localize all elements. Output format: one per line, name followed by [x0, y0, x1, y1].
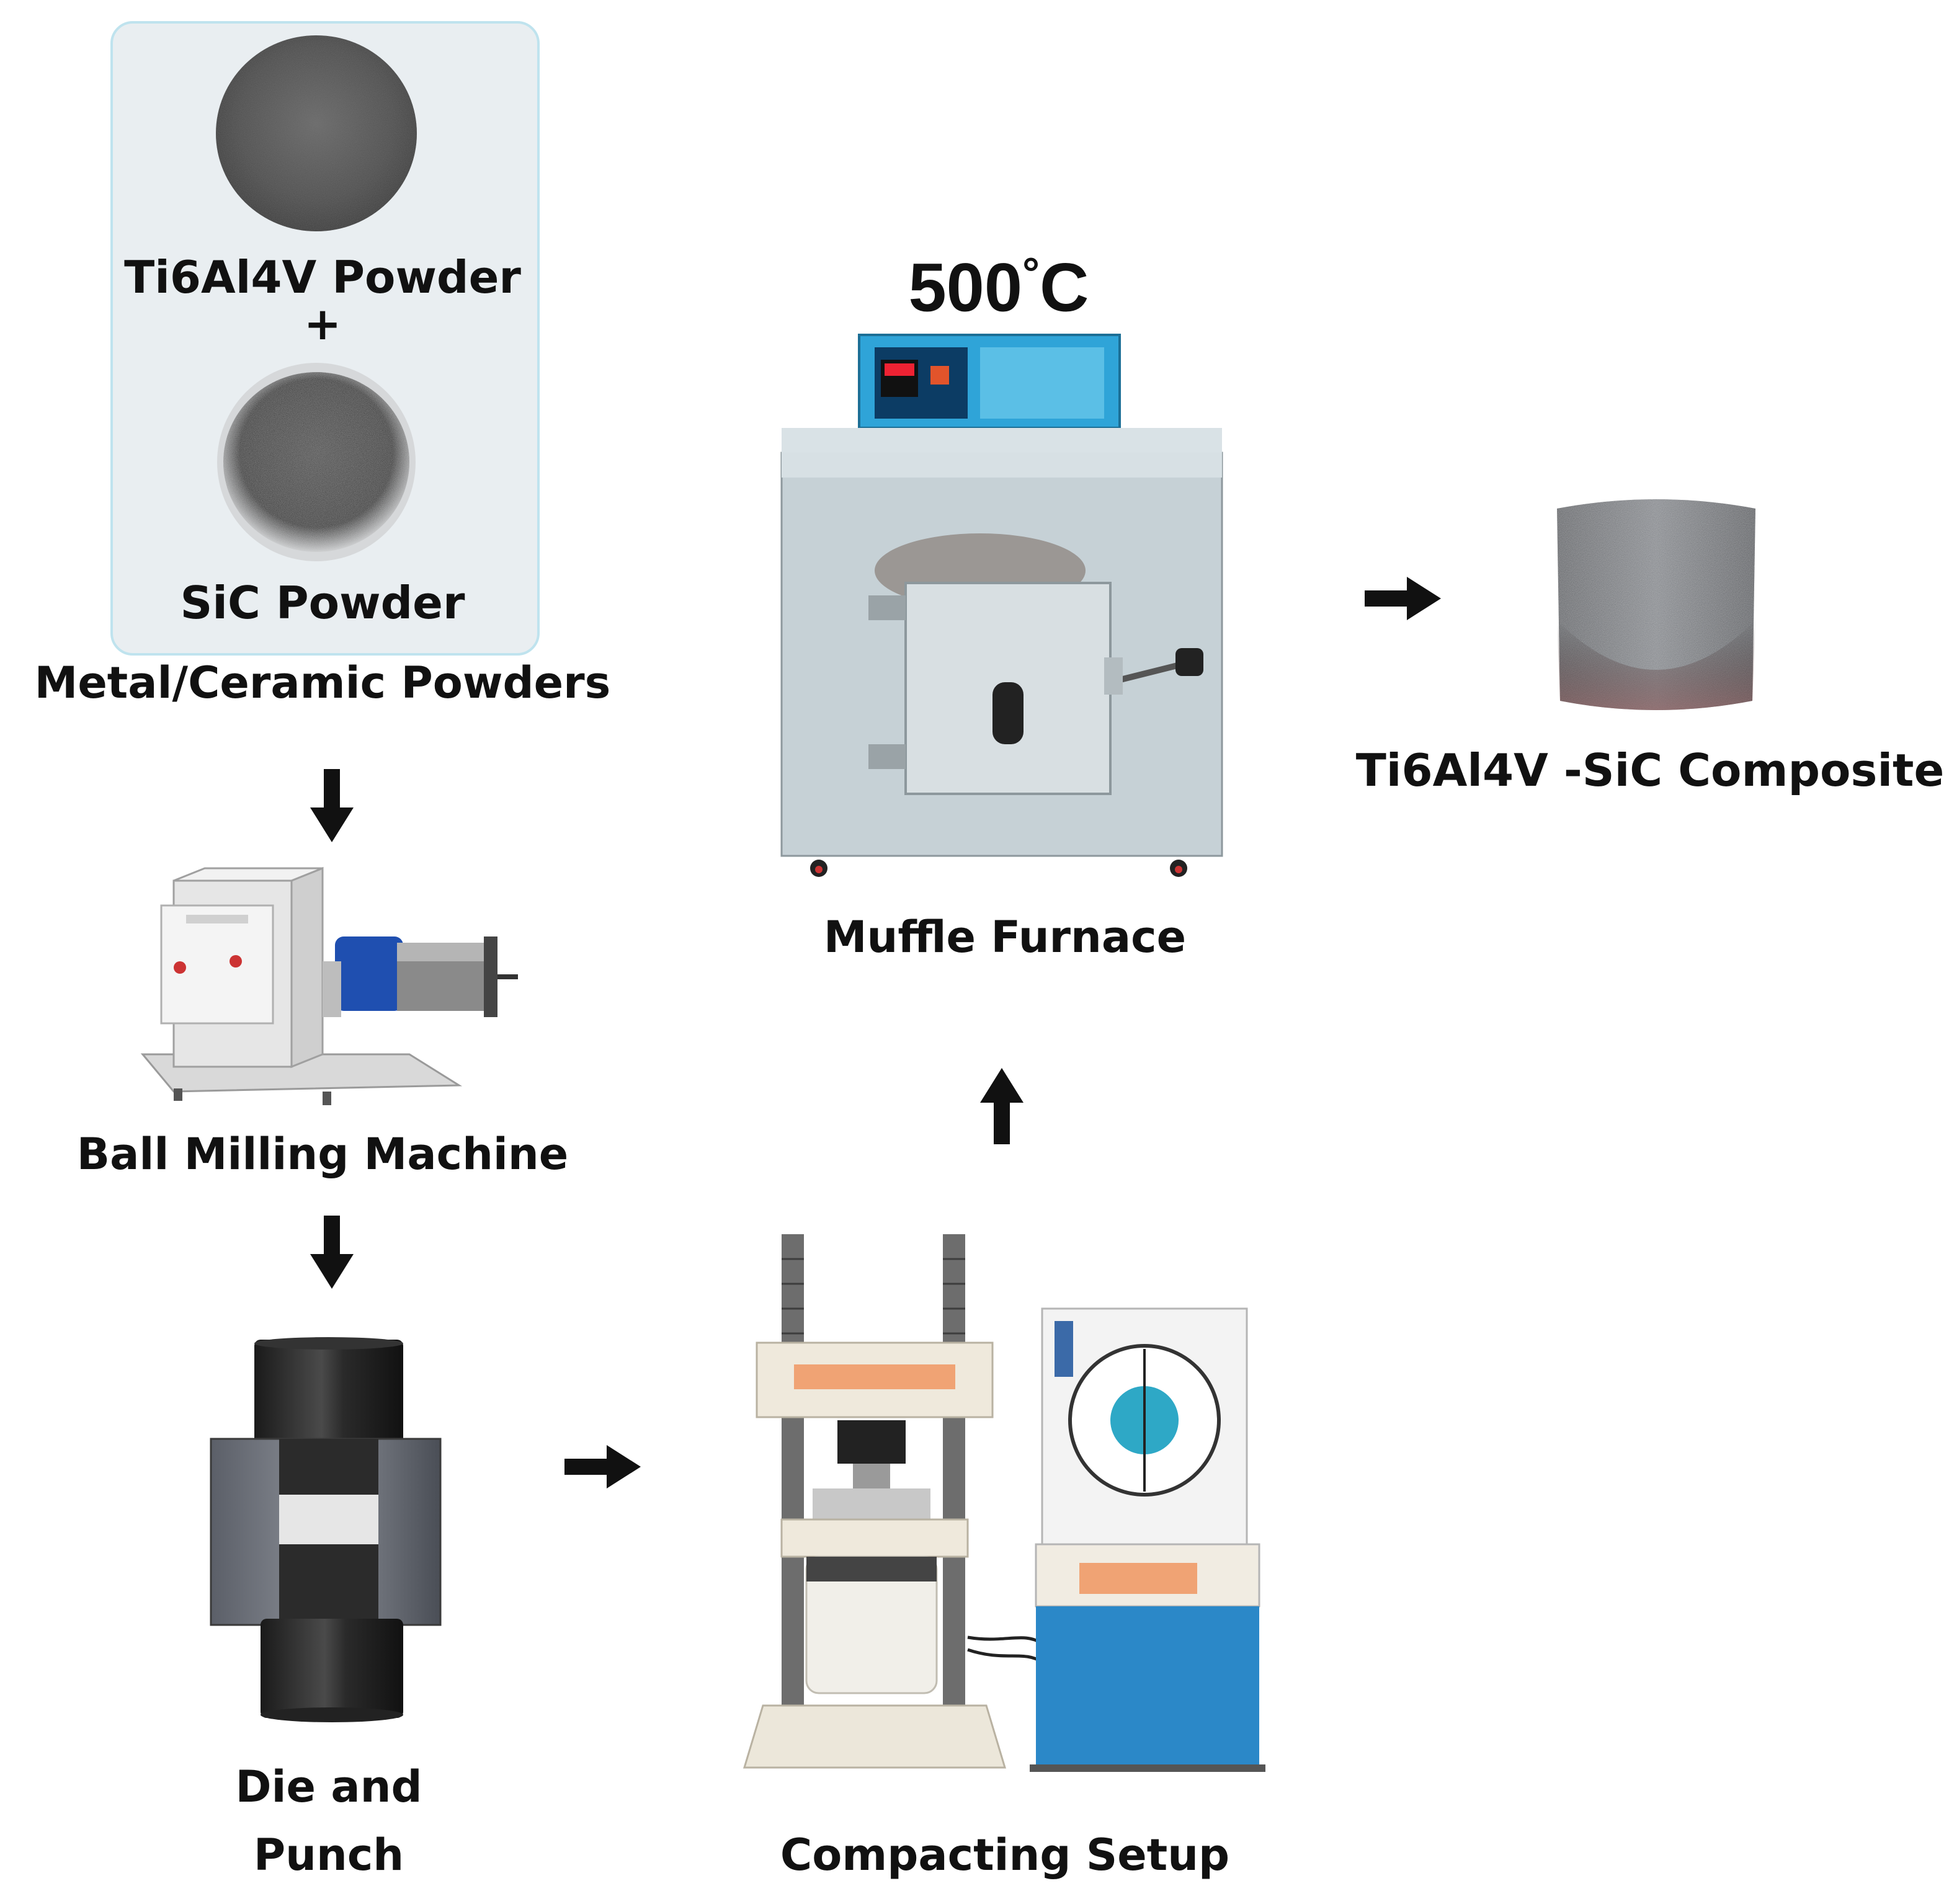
sic-powder-label: SiC Powder [180, 577, 465, 629]
die-and-punch-label-line2: Punch [253, 1830, 404, 1880]
arrow-down-icon [310, 1216, 354, 1289]
ti6al4v-sic-composite-label: Ti6Al4V -SiC Composite [1355, 744, 1945, 796]
muffle-furnace-label: Muffle Furnace [823, 912, 1187, 963]
metal-ceramic-powders-label: Metal/Ceramic Powders [34, 657, 611, 708]
ball-milling-machine-image [140, 866, 518, 1105]
die-and-punch-image [210, 1337, 442, 1722]
ti6al4v-powder-image [216, 35, 417, 231]
temperature-unit: C [1040, 249, 1089, 326]
degree-symbol: ° [1022, 249, 1040, 297]
compacting-setup-label: Compacting Setup [780, 1830, 1230, 1880]
temperature-value: 500 [908, 249, 1023, 326]
arrow-right-icon [1365, 577, 1441, 620]
ti6al4v-sic-composite-image [1557, 499, 1755, 710]
arrow-down-icon [310, 769, 354, 842]
arrow-right-icon [564, 1445, 641, 1488]
furnace-temperature: 500°C [893, 248, 1104, 327]
plus-sign: + [303, 298, 342, 350]
ball-milling-machine-label: Ball Milling Machine [76, 1129, 569, 1180]
arrow-up-icon [980, 1068, 1024, 1144]
die-and-punch-label-line1: Die and [235, 1761, 422, 1812]
muffle-furnace-image [780, 334, 1223, 877]
sic-powder-image [217, 363, 416, 561]
ti6al4v-powder-label: Ti6Al4V Powder [124, 251, 521, 303]
compacting-setup-image [743, 1234, 1265, 1772]
